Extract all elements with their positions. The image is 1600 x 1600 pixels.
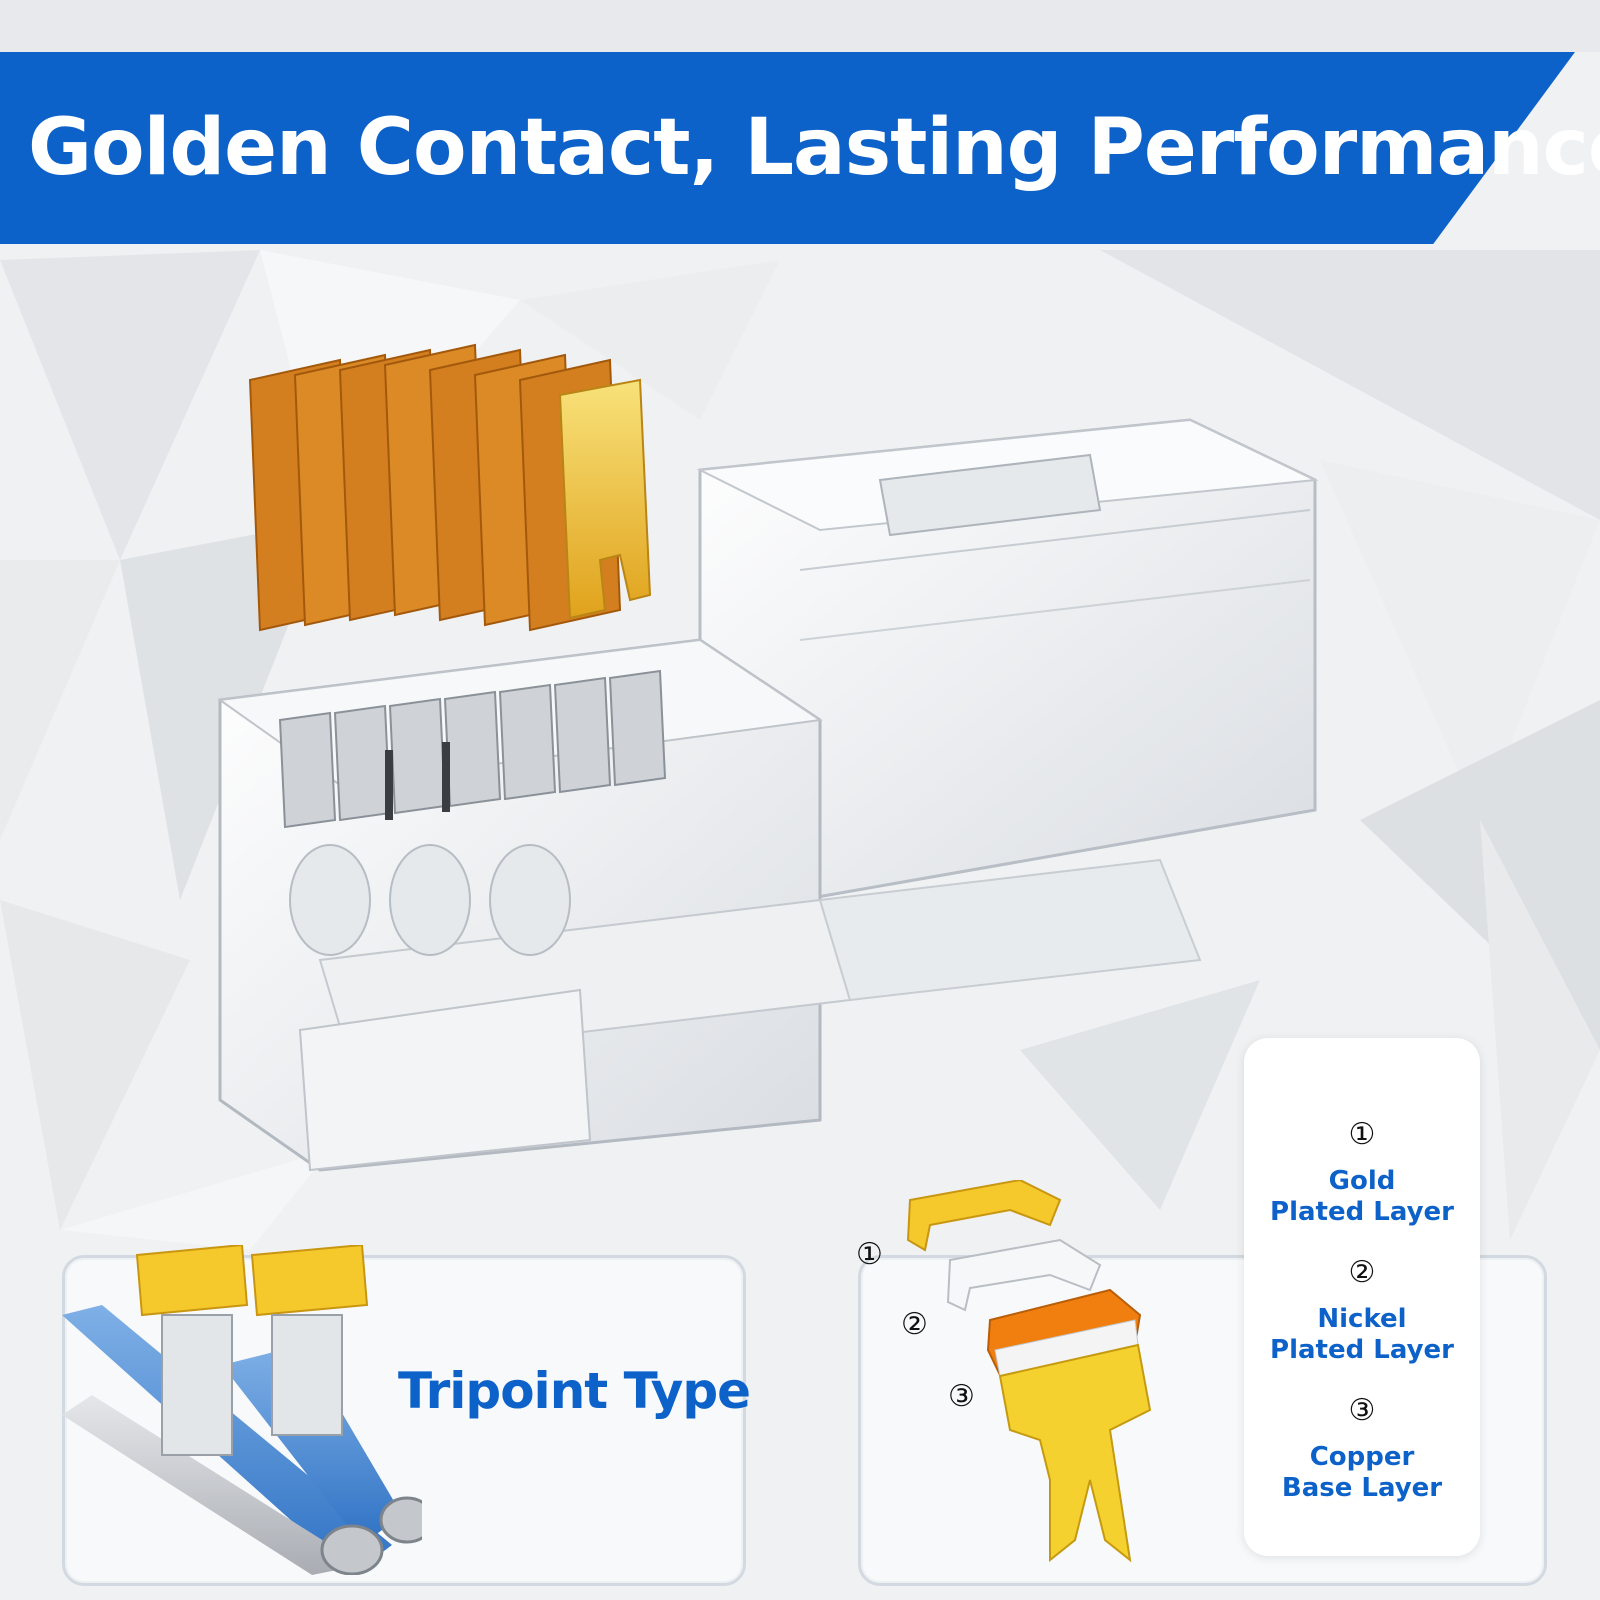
plating-layers-illustration: [906, 1180, 1152, 1563]
legend-item-copper: ③ Copper Base Layer: [1244, 1396, 1480, 1504]
legend-label-line2: Plated Layer: [1270, 1335, 1454, 1365]
legend-label: Gold Plated Layer: [1244, 1166, 1480, 1228]
legend-label-line2: Base Layer: [1281, 1473, 1443, 1503]
title-banner: [0, 52, 1575, 244]
legend-label-line1: Gold: [1328, 1166, 1396, 1196]
legend-label-line1: Copper: [1309, 1442, 1415, 1472]
legend-item-gold: ① Gold Plated Layer: [1244, 1120, 1480, 1228]
layer-marker-1: ①: [856, 1237, 883, 1272]
legend-item-nickel: ② Nickel Plated Layer: [1244, 1258, 1480, 1366]
banner-title: Golden Contact, Lasting Performance: [28, 103, 1600, 193]
legend-number: ①: [1348, 1117, 1376, 1152]
legend-number: ③: [1348, 1393, 1376, 1428]
legend-label-line1: Nickel: [1317, 1304, 1407, 1334]
rj45-connector-illustration: [217, 343, 1319, 1172]
layer-legend-card: ① Gold Plated Layer ② Nickel Plated Laye…: [1244, 1038, 1480, 1556]
legend-label-line2: Plated Layer: [1270, 1197, 1454, 1227]
layer-marker-2: ②: [901, 1307, 928, 1342]
legend-number: ②: [1348, 1255, 1376, 1290]
tripoint-contact-illustration: [62, 1245, 422, 1575]
layer-marker-3: ③: [948, 1379, 975, 1414]
legend-label: Nickel Plated Layer: [1244, 1304, 1480, 1366]
legend-label: Copper Base Layer: [1244, 1442, 1480, 1504]
tripoint-type-label: Tripoint Type: [398, 1362, 751, 1420]
